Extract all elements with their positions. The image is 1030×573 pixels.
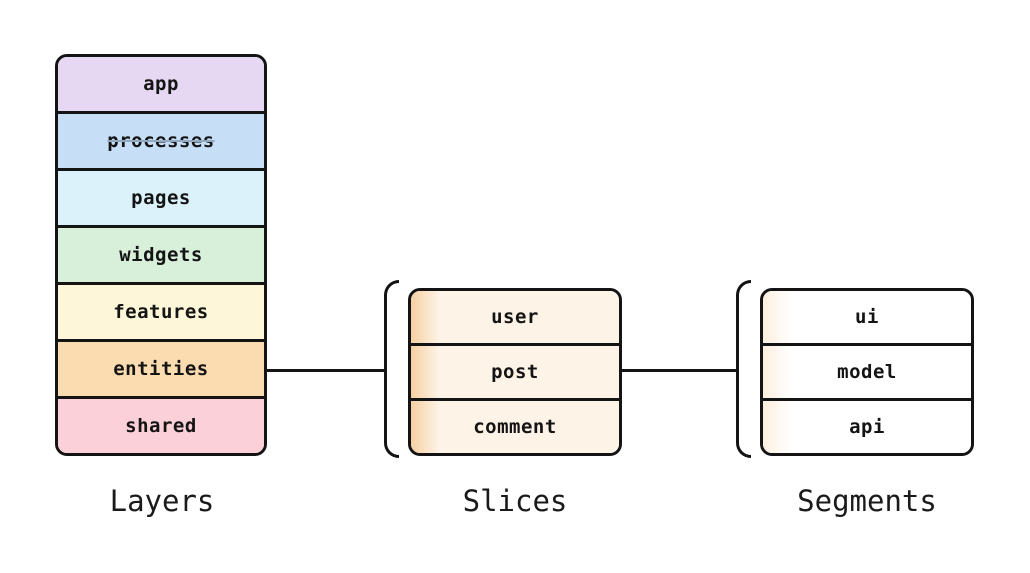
segments-stack: ui model api (760, 288, 974, 456)
slice-label: user (491, 306, 539, 328)
layer-row-shared: shared (58, 399, 264, 453)
layer-row-features: features (58, 285, 264, 342)
slice-row-user: user (411, 291, 619, 346)
segment-label: model (837, 361, 897, 383)
slice-label: comment (473, 416, 557, 438)
layer-label: pages (131, 187, 191, 209)
slices-stack: user post comment (408, 288, 622, 456)
segment-row-api: api (763, 401, 971, 453)
layer-row-entities: entities (58, 342, 264, 399)
segments-caption: Segments (797, 484, 937, 518)
slices-caption: Slices (462, 484, 568, 518)
opening-bracket-icon-slices (384, 280, 399, 458)
layer-label: widgets (119, 244, 203, 266)
layer-label: shared (125, 415, 197, 437)
layer-label: processes (107, 130, 215, 152)
segment-row-model: model (763, 346, 971, 401)
layers-stack: app processes pages widgets features entities… (55, 54, 267, 456)
layer-row-processes: processes (58, 114, 264, 171)
layer-row-pages: pages (58, 171, 264, 228)
slice-row-post: post (411, 346, 619, 401)
layer-label: app (143, 73, 179, 95)
layer-label: entities (113, 358, 209, 380)
slice-label: post (491, 361, 539, 383)
opening-bracket-icon-segments (736, 280, 751, 458)
segment-label: ui (855, 306, 879, 328)
connector-line-entities-to-slices (266, 369, 386, 372)
layers-caption: Layers (109, 484, 215, 518)
layer-label: features (113, 301, 209, 323)
segment-row-ui: ui (763, 291, 971, 346)
connector-line-slices-to-segments (621, 369, 738, 372)
layer-row-app: app (58, 57, 264, 114)
layer-row-widgets: widgets (58, 228, 264, 285)
segment-label: api (849, 416, 885, 438)
slice-row-comment: comment (411, 401, 619, 453)
